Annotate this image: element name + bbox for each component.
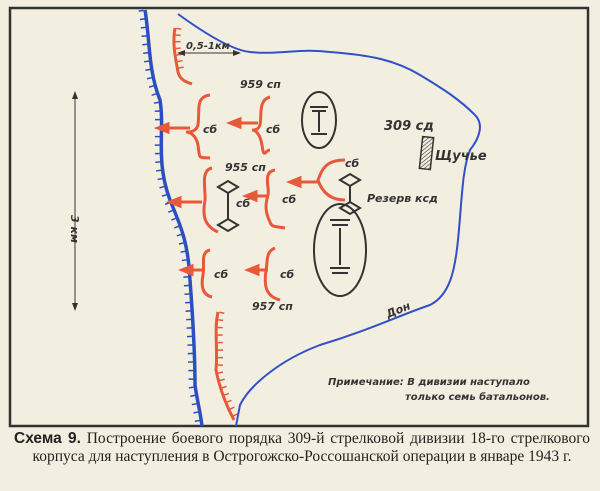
map-frame — [8, 6, 590, 428]
regiment-label-959: 959 сп — [240, 78, 281, 91]
reserve-ovals — [301, 91, 367, 297]
scale-label: 3 км — [68, 215, 81, 243]
battle-order-map: 0,5-1км 3 км 959 сп 955 сп 957 сп сб сб — [8, 6, 590, 428]
division-label: 309 сд — [384, 119, 434, 134]
caption-text: Построение боевого порядка 309-й стрелко… — [32, 430, 590, 465]
village-label: Щучье — [435, 149, 487, 164]
distance-label: 0,5-1км — [186, 41, 230, 52]
note-line-2: только семь батальонов. — [405, 391, 550, 403]
enemy-front-line — [143, 9, 204, 427]
friendly-line-bottom — [214, 311, 236, 421]
battalion-label: сб — [236, 197, 251, 210]
battalion-brackets — [185, 93, 346, 302]
battalion-label: сб — [280, 268, 295, 281]
figure-caption: Схема 9. Построение боевого порядка 309-… — [14, 430, 590, 466]
village-marker — [418, 135, 435, 171]
friendly-line-top — [172, 27, 193, 86]
friendly-line-ticks — [217, 311, 241, 422]
river-don — [177, 13, 481, 427]
regiment-label-955: 955 сп — [225, 161, 266, 174]
battalion-label: сб — [345, 157, 360, 170]
friendly-line-ticks — [175, 27, 185, 73]
battalion-label: сб — [266, 123, 281, 136]
reserve-label: Резерв ксд — [367, 192, 438, 205]
command-post-symbols — [216, 172, 362, 233]
note-line-1: Примечание: В дивизии наступало — [328, 377, 530, 388]
battalion-label: сб — [203, 123, 218, 136]
regiment-label-957: 957 сп — [252, 300, 293, 313]
battalion-label: сб — [282, 193, 297, 206]
attack-arrows — [153, 116, 318, 277]
enemy-front-ticks — [138, 9, 201, 427]
caption-number: Схема 9. — [14, 430, 81, 447]
battalion-label: сб — [214, 268, 229, 281]
